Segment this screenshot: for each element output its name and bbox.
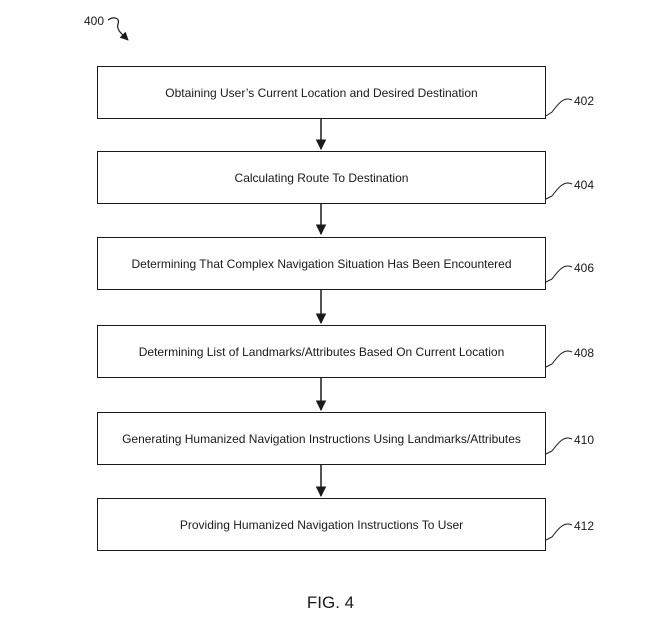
leader-412 xyxy=(545,523,573,541)
step-box-410: Generating Humanized Navigation Instruct… xyxy=(97,412,546,465)
step-text: Providing Humanized Navigation Instructi… xyxy=(179,517,464,532)
step-number-404: 404 xyxy=(574,178,595,192)
leader-410 xyxy=(545,437,573,455)
step-text: Determining List of Landmarks/Attributes… xyxy=(138,344,505,359)
leader-402 xyxy=(545,98,573,117)
leader-404 xyxy=(545,182,573,200)
step-text: Generating Humanized Navigation Instruct… xyxy=(122,431,521,446)
step-number-412: 412 xyxy=(574,519,595,533)
step-text: Calculating Route To Destination xyxy=(234,170,409,185)
leader-406 xyxy=(545,265,573,283)
step-text: Determining That Complex Navigation Situ… xyxy=(131,256,512,271)
step-number-408: 408 xyxy=(574,346,595,360)
figure-caption: FIG. 4 xyxy=(306,593,355,612)
step-number-410: 410 xyxy=(574,433,595,447)
leader-408 xyxy=(545,350,573,368)
figure-ref-arrow xyxy=(107,17,129,41)
step-number-406: 406 xyxy=(574,261,595,275)
step-box-412: Providing Humanized Navigation Instructi… xyxy=(97,498,546,551)
step-box-408: Determining List of Landmarks/Attributes… xyxy=(97,325,546,378)
step-box-402: Obtaining User’s Current Location and De… xyxy=(97,66,546,119)
step-number-402: 402 xyxy=(574,94,595,108)
step-box-404: Calculating Route To Destination xyxy=(97,151,546,204)
figure-reference-number: 400 xyxy=(84,14,105,28)
step-box-406: Determining That Complex Navigation Situ… xyxy=(97,237,546,290)
step-text: Obtaining User’s Current Location and De… xyxy=(165,85,478,100)
